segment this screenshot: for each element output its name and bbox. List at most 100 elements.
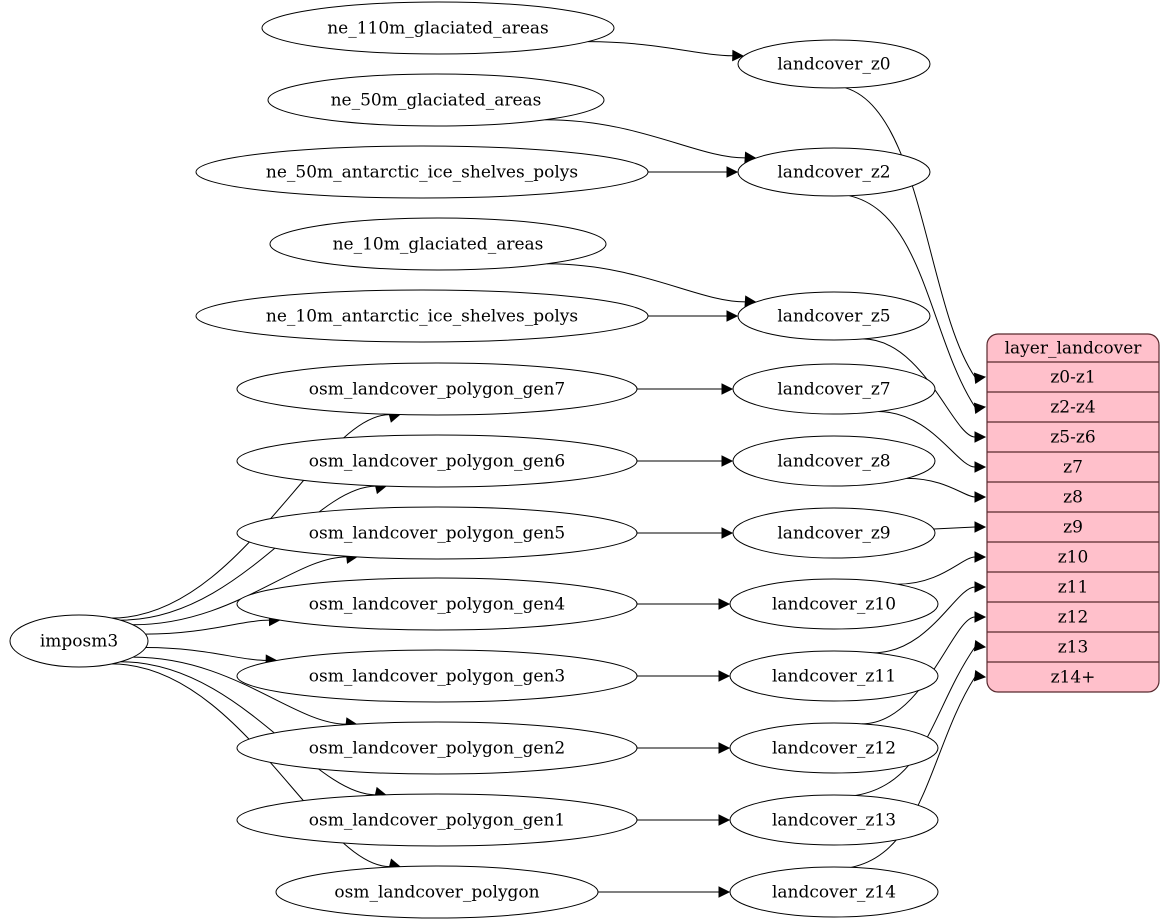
node-label: osm_landcover_polygon_gen6: [309, 452, 565, 472]
node-landcover_z0[interactable]: landcover_z0: [737, 39, 931, 89]
node-ellipse: [732, 435, 936, 487]
node-landcover_z13[interactable]: landcover_z13: [729, 794, 939, 846]
node-ellipse: [729, 866, 939, 918]
edge-imposm3-to-osm_landcover_polygon_gen6: [120, 485, 376, 621]
node-ellipse: [729, 578, 939, 630]
table-row-z0toz1[interactable]: z0-z1: [1050, 368, 1095, 388]
table-row-z11[interactable]: z11: [1058, 578, 1089, 598]
node-ellipse: [236, 577, 638, 631]
node-landcover_z11[interactable]: landcover_z11: [729, 650, 939, 702]
edge-landcover_z0-to-row-z0-z1: [845, 87, 976, 378]
table-row-z14plus[interactable]: z14+: [1051, 668, 1096, 688]
node-osm_landcover_polygon_gen2[interactable]: osm_landcover_polygon_gen2: [236, 721, 638, 775]
node-ellipse: [236, 721, 638, 775]
node-ne_10m_antarctic_ice_shelves_polys[interactable]: ne_10m_antarctic_ice_shelves_polys: [195, 289, 649, 343]
edge-arrowhead: [732, 49, 744, 62]
node-ellipse: [729, 650, 939, 702]
node-ellipse: [195, 145, 649, 199]
edge-arrowhead: [973, 639, 987, 652]
node-label: landcover_z2: [777, 163, 890, 183]
node-label: osm_landcover_polygon_gen7: [309, 380, 565, 400]
table-header-label: layer_landcover: [1005, 339, 1143, 359]
table-row-z9[interactable]: z9: [1063, 518, 1083, 538]
table-row-z8[interactable]: z8: [1063, 488, 1083, 508]
node-label: landcover_z0: [777, 55, 890, 75]
node-osm_landcover_polygon_gen5[interactable]: osm_landcover_polygon_gen5: [236, 506, 638, 560]
edge-imposm3-to-osm_landcover_polygon_gen4: [145, 619, 270, 635]
node-label: landcover_z14: [772, 883, 896, 903]
node-label: landcover_z12: [772, 739, 896, 759]
node-label: landcover_z10: [772, 595, 896, 615]
node-osm_landcover_polygon_gen7[interactable]: osm_landcover_polygon_gen7: [236, 362, 638, 416]
edge-landcover_z2-to-row-z2-z4: [849, 195, 976, 408]
edge-landcover_z8-to-row-z8: [906, 477, 976, 498]
node-ellipse: [236, 434, 638, 488]
node-landcover_z2[interactable]: landcover_z2: [737, 147, 931, 197]
node-imposm3[interactable]: imposm3: [9, 614, 149, 668]
node-label: ne_50m_antarctic_ice_shelves_polys: [266, 163, 578, 183]
edge-arrowhead: [974, 551, 987, 563]
node-label: osm_landcover_polygon: [334, 883, 539, 903]
node-label: landcover_z13: [772, 811, 896, 831]
node-osm_landcover_polygon_gen6[interactable]: osm_landcover_polygon_gen6: [236, 434, 638, 488]
edge-imposm3-to-osm_landcover_polygon_gen2: [133, 656, 347, 725]
nodes-layer: imposm3 ne_110m_glaciated_areas ne_50m_gla…: [9, 1, 939, 919]
edge-imposm3-to-osm_landcover_polygon_gen7: [111, 414, 390, 619]
node-label: imposm3: [40, 632, 118, 652]
node-label: landcover_z9: [777, 524, 890, 544]
edge-arrowhead: [974, 461, 987, 473]
node-landcover_z14[interactable]: landcover_z14: [729, 866, 939, 918]
node-label: osm_landcover_polygon_gen3: [309, 667, 565, 687]
node-label: ne_10m_antarctic_ice_shelves_polys: [266, 307, 578, 327]
edge-arrowhead: [974, 611, 987, 623]
edge-arrowhead: [718, 598, 731, 610]
node-landcover_z12[interactable]: landcover_z12: [729, 722, 939, 774]
table-row-z13[interactable]: z13: [1058, 638, 1089, 658]
edge-arrowhead: [974, 521, 987, 533]
node-ne_110m_glaciated_areas[interactable]: ne_110m_glaciated_areas: [261, 1, 615, 55]
edge-arrowhead: [721, 527, 734, 539]
edge-ne_110m_glaciated_areas-to-landcover_z0: [587, 41, 733, 57]
node-ne_50m_glaciated_areas[interactable]: ne_50m_glaciated_areas: [267, 73, 605, 127]
node-ellipse: [737, 291, 931, 341]
node-label: ne_10m_glaciated_areas: [333, 235, 544, 255]
node-landcover_z7[interactable]: landcover_z7: [732, 363, 936, 415]
table-row-z5toz6[interactable]: z5-z6: [1050, 428, 1095, 448]
node-osm_landcover_polygon_gen1[interactable]: osm_landcover_polygon_gen1: [236, 793, 638, 847]
node-landcover_z5[interactable]: landcover_z5: [737, 291, 931, 341]
edge-landcover_z10-to-row-z10: [897, 556, 976, 585]
node-label: ne_50m_glaciated_areas: [331, 91, 542, 111]
table-row-z2toz4[interactable]: z2-z4: [1050, 398, 1095, 418]
table-row-z10[interactable]: z10: [1058, 548, 1089, 568]
edge-landcover_z7-to-row-z7: [877, 411, 976, 468]
node-ellipse: [275, 865, 599, 919]
node-landcover_z9[interactable]: landcover_z9: [732, 507, 936, 559]
table-row-z12[interactable]: z12: [1058, 608, 1089, 628]
edge-imposm3-to-osm_landcover_polygon_gen5: [132, 556, 347, 626]
edge-arrowhead: [974, 431, 987, 443]
node-ellipse: [236, 506, 638, 560]
node-label: osm_landcover_polygon_gen5: [309, 524, 565, 544]
node-label: ne_110m_glaciated_areas: [327, 19, 549, 39]
edge-imposm3-to-osm_landcover_polygon: [111, 663, 390, 868]
edge-arrowhead: [973, 402, 987, 415]
edge-ne_10m_glaciated_areas-to-landcover_z5: [546, 263, 746, 303]
node-ne_10m_glaciated_areas[interactable]: ne_10m_glaciated_areas: [269, 217, 607, 271]
table-row-z7[interactable]: z7: [1063, 458, 1083, 478]
node-osm_landcover_polygon_gen3[interactable]: osm_landcover_polygon_gen3: [236, 649, 638, 703]
edge-arrowhead: [718, 814, 731, 826]
node-osm_landcover_polygon[interactable]: osm_landcover_polygon: [275, 865, 599, 919]
node-ellipse: [729, 794, 939, 846]
node-ellipse: [732, 363, 936, 415]
node-osm_landcover_polygon_gen4[interactable]: osm_landcover_polygon_gen4: [236, 577, 638, 631]
node-ellipse: [9, 614, 149, 668]
node-ellipse: [267, 73, 605, 127]
edge-landcover_z11-to-row-z11: [873, 586, 976, 654]
node-label: landcover_z7: [777, 380, 890, 400]
node-ne_50m_antarctic_ice_shelves_polys[interactable]: ne_50m_antarctic_ice_shelves_polys: [195, 145, 649, 199]
node-landcover_z10[interactable]: landcover_z10: [729, 578, 939, 630]
node-landcover_z8[interactable]: landcover_z8: [732, 435, 936, 487]
edge-arrowhead: [974, 491, 987, 503]
node-label: landcover_z5: [777, 307, 890, 327]
node-ellipse: [269, 217, 607, 271]
